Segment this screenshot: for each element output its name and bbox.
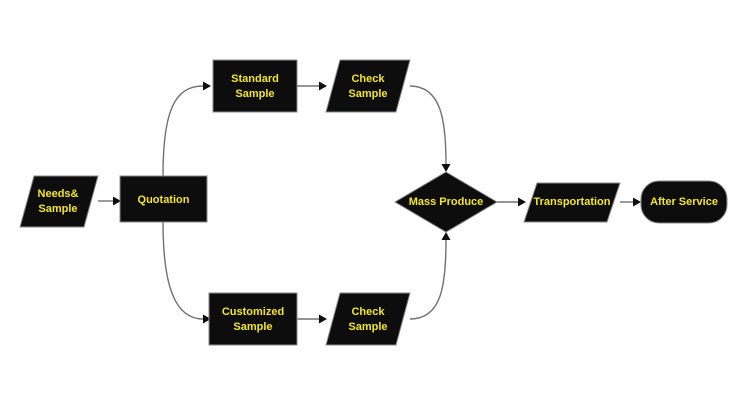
edge-quotation-to-customized <box>162 221 211 324</box>
node-check-sample-bottom[interactable]: Check Sample <box>325 292 411 346</box>
edge-line <box>409 85 447 165</box>
arrow-head-icon <box>203 314 211 324</box>
edge-standard-to-check-top <box>297 81 327 91</box>
transportation-shape[interactable] <box>523 182 621 223</box>
after-service-shape[interactable] <box>640 180 728 224</box>
node-standard-sample[interactable]: Standard Sample <box>212 59 298 113</box>
edge-mass-to-transportation <box>497 197 526 207</box>
arrow-head-icon <box>319 314 327 324</box>
customized-sample-shape[interactable] <box>208 292 298 346</box>
arrow-head-icon <box>441 232 451 240</box>
quotation-shape[interactable] <box>119 175 208 223</box>
check-sample-bottom-shape[interactable] <box>325 292 411 346</box>
edge-transportation-to-after-service <box>620 197 641 207</box>
node-mass-produce[interactable]: Mass Produce <box>394 171 498 233</box>
node-check-sample-top[interactable]: Check Sample <box>325 59 411 113</box>
arrow-head-icon <box>113 196 121 206</box>
node-customized-sample[interactable]: Customized Sample <box>208 292 298 346</box>
node-needs-sample[interactable]: Needs& Sample <box>19 175 99 228</box>
edge-needs-to-quotation <box>98 196 121 206</box>
edge-check-bottom-to-mass <box>409 232 451 320</box>
node-transportation[interactable]: Transportation <box>523 182 621 223</box>
check-sample-top-shape[interactable] <box>325 59 411 113</box>
edge-customized-to-check-bottom <box>297 314 327 324</box>
node-quotation[interactable]: Quotation <box>119 175 208 223</box>
edge-quotation-to-standard <box>162 81 211 177</box>
needs-sample-shape[interactable] <box>19 175 99 228</box>
edge-check-top-to-mass <box>409 85 451 172</box>
edge-line <box>162 85 204 177</box>
edge-line <box>409 239 447 320</box>
arrow-head-icon <box>203 81 211 91</box>
arrow-head-icon <box>518 197 526 207</box>
node-after-service[interactable]: After Service <box>640 180 728 224</box>
arrow-head-icon <box>441 164 451 172</box>
arrow-head-icon <box>319 81 327 91</box>
mass-produce-shape[interactable] <box>394 171 498 233</box>
arrow-head-icon <box>633 197 641 207</box>
edge-line <box>162 221 204 320</box>
standard-sample-shape[interactable] <box>212 59 298 113</box>
connector-layer <box>98 81 641 324</box>
